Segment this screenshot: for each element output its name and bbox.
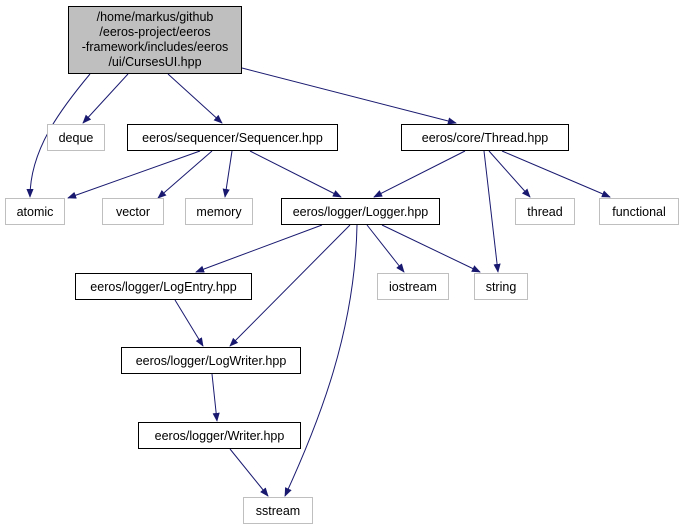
node-writer[interactable]: eeros/logger/Writer.hpp xyxy=(138,422,301,449)
node-sequencer[interactable]: eeros/sequencer/Sequencer.hpp xyxy=(127,124,338,151)
node-logger[interactable]: eeros/logger/Logger.hpp xyxy=(281,198,440,225)
edge-thr-to-logger xyxy=(373,150,466,198)
node-logentry[interactable]: eeros/logger/LogEntry.hpp xyxy=(75,273,252,300)
node-iostream[interactable]: iostream xyxy=(377,273,449,300)
edge-thr-to-string xyxy=(483,150,501,273)
edge-seq-to-logger xyxy=(249,150,342,198)
root-line-2: /eeros-project/eeros xyxy=(99,25,211,39)
node-functional[interactable]: functional xyxy=(599,198,679,225)
node-thread-hpp[interactable]: eeros/core/Thread.hpp xyxy=(401,124,569,151)
edge-thr-to-functional xyxy=(501,150,611,198)
edge-log-to-iostream xyxy=(366,224,405,273)
edge-seq-to-memory xyxy=(222,150,233,198)
edge-log-to-sstream xyxy=(284,224,358,497)
node-string[interactable]: string xyxy=(474,273,528,300)
node-logwriter[interactable]: eeros/logger/LogWriter.hpp xyxy=(121,347,301,374)
edge-root-to-deque xyxy=(82,73,129,124)
node-sstream[interactable]: sstream xyxy=(243,497,313,524)
edge-root-to-sequencer xyxy=(167,73,223,124)
edge-writer-to-sstream xyxy=(229,448,269,497)
edge-seq-to-atomic xyxy=(67,150,201,199)
node-thread[interactable]: thread xyxy=(515,198,575,225)
node-atomic[interactable]: atomic xyxy=(5,198,65,225)
node-vector[interactable]: vector xyxy=(102,198,164,225)
node-deque[interactable]: deque xyxy=(47,124,105,151)
node-memory[interactable]: memory xyxy=(185,198,253,225)
edge-seq-to-vector xyxy=(157,150,213,199)
edge-log-to-logwriter xyxy=(229,224,351,347)
node-cursesui-root[interactable]: /home/markus/github /eeros-project/eeros… xyxy=(68,6,242,74)
edge-log-to-string xyxy=(381,224,481,273)
edge-log-to-logentry xyxy=(195,224,323,273)
root-line-4: /ui/CursesUI.hpp xyxy=(108,55,202,69)
edge-thr-to-thread xyxy=(488,150,531,198)
root-line-3: -framework/includes/eeros xyxy=(81,40,229,54)
edge-logentry-to-logwriter xyxy=(174,299,204,347)
root-line-1: /home/markus/github xyxy=(96,10,214,24)
edge-logwriter-to-writer xyxy=(211,373,220,422)
edge-root-to-thread-hpp xyxy=(241,67,457,125)
